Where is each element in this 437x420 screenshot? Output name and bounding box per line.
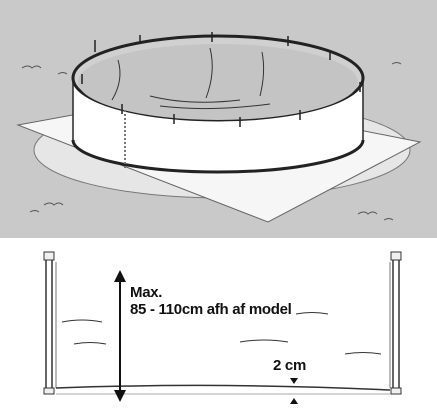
gap-markers bbox=[290, 378, 298, 404]
pool-cross-section bbox=[0, 238, 437, 420]
liner-wrinkles bbox=[111, 47, 271, 110]
water-ripples bbox=[61, 312, 382, 355]
gap-label: 2 cm bbox=[273, 357, 306, 374]
right-post bbox=[390, 251, 402, 395]
pool-overview-illustration bbox=[0, 0, 437, 238]
bottom-rail bbox=[71, 139, 365, 174]
pool-floor bbox=[55, 384, 391, 391]
rail-clips bbox=[81, 32, 361, 127]
max-height-arrow bbox=[114, 270, 126, 402]
pool-liner bbox=[78, 44, 358, 120]
pool-on-ground-sheet-icon bbox=[16, 32, 422, 223]
height-range-label: 85 - 110cm afh af model bbox=[130, 301, 292, 318]
cross-section-diagram bbox=[43, 251, 402, 404]
max-label: Max. bbox=[130, 284, 163, 301]
left-post bbox=[43, 251, 55, 395]
